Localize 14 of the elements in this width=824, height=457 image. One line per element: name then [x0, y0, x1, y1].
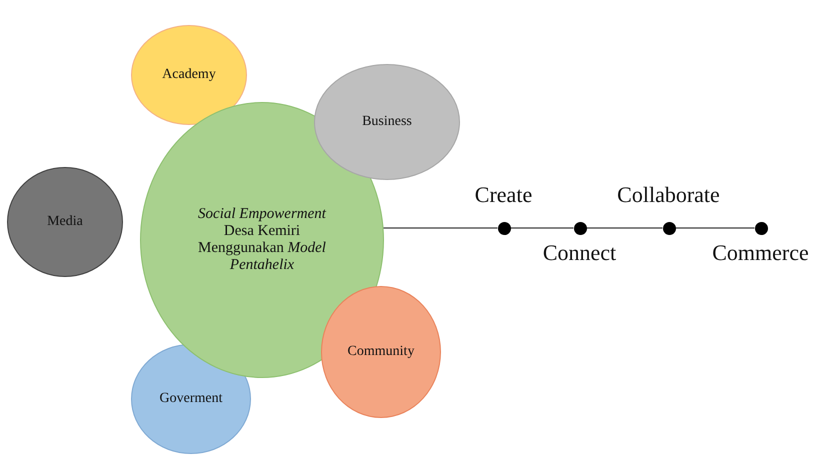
- circle-label: Business: [362, 114, 412, 130]
- connector-line: [586, 227, 662, 229]
- stage-label: Create: [474, 182, 532, 208]
- stage-label: Collaborate: [617, 182, 720, 208]
- stage-label: Commerce: [712, 240, 809, 266]
- circle-label: Academy: [162, 66, 216, 84]
- stage-label: Connect: [542, 240, 616, 266]
- center-title: Social Empowerment Desa Kemiri Menggunakan Model Pentahelix: [197, 206, 328, 274]
- connector-line: [510, 227, 574, 229]
- connector-line: [676, 227, 754, 229]
- circle-label: Community: [348, 344, 414, 360]
- connector-line: [384, 227, 498, 229]
- circle-label: Goverment: [160, 390, 222, 408]
- circle-label: Media: [47, 214, 83, 230]
